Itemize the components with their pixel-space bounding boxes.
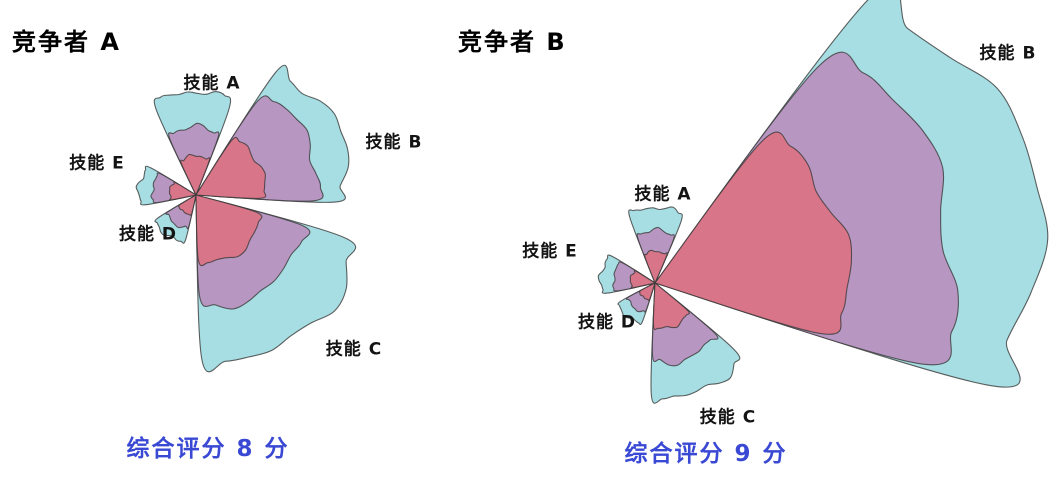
chart-a-title: 竞争者 A	[12, 28, 121, 56]
chart-a-label-skill-d: 技能 D	[118, 224, 178, 245]
chart-b-petal-skill-a-inner-layer	[644, 249, 668, 284]
chart-a-label-skill-b: 技能 B	[365, 132, 423, 153]
chart-a-petal-skill-d-inner-layer	[177, 194, 197, 216]
chart-b-label-skill-e: 技能 E	[522, 241, 578, 262]
chart-b-label-skill-c: 技能 C	[699, 407, 757, 428]
chart-b-petal-skill-b-inner-layer	[654, 131, 853, 335]
chart-a-petal-skill-b-inner-layer	[195, 136, 267, 199]
chart-a-label-skill-a: 技能 A	[183, 73, 241, 94]
chart-a-petal-skill-e-inner-layer	[168, 181, 197, 201]
chart-a-label-skill-c: 技能 C	[325, 339, 383, 360]
chart-b-title: 竞争者 B	[458, 28, 567, 56]
chart-a-label-skill-e: 技能 E	[69, 153, 125, 174]
chart-a-petal-skill-a-inner-layer	[180, 153, 211, 196]
chart-b-label-skill-a: 技能 A	[634, 184, 692, 205]
chart-b-petal-skill-c-inner-layer	[652, 282, 690, 331]
chart-b-label-skill-d: 技能 D	[577, 312, 637, 333]
chart-b-label-skill-b: 技能 B	[979, 43, 1037, 64]
chart-a-petal-skill-c-inner-layer	[195, 194, 263, 267]
chart-a-overall-score-caption: 综合评分 8 分	[126, 436, 290, 462]
chart-b-overall-score-caption: 综合评分 9 分	[624, 441, 788, 467]
chart-b-petal-skill-e-inner-layer	[629, 270, 656, 289]
chart-b-petal-skill-d-inner-layer	[638, 282, 656, 302]
